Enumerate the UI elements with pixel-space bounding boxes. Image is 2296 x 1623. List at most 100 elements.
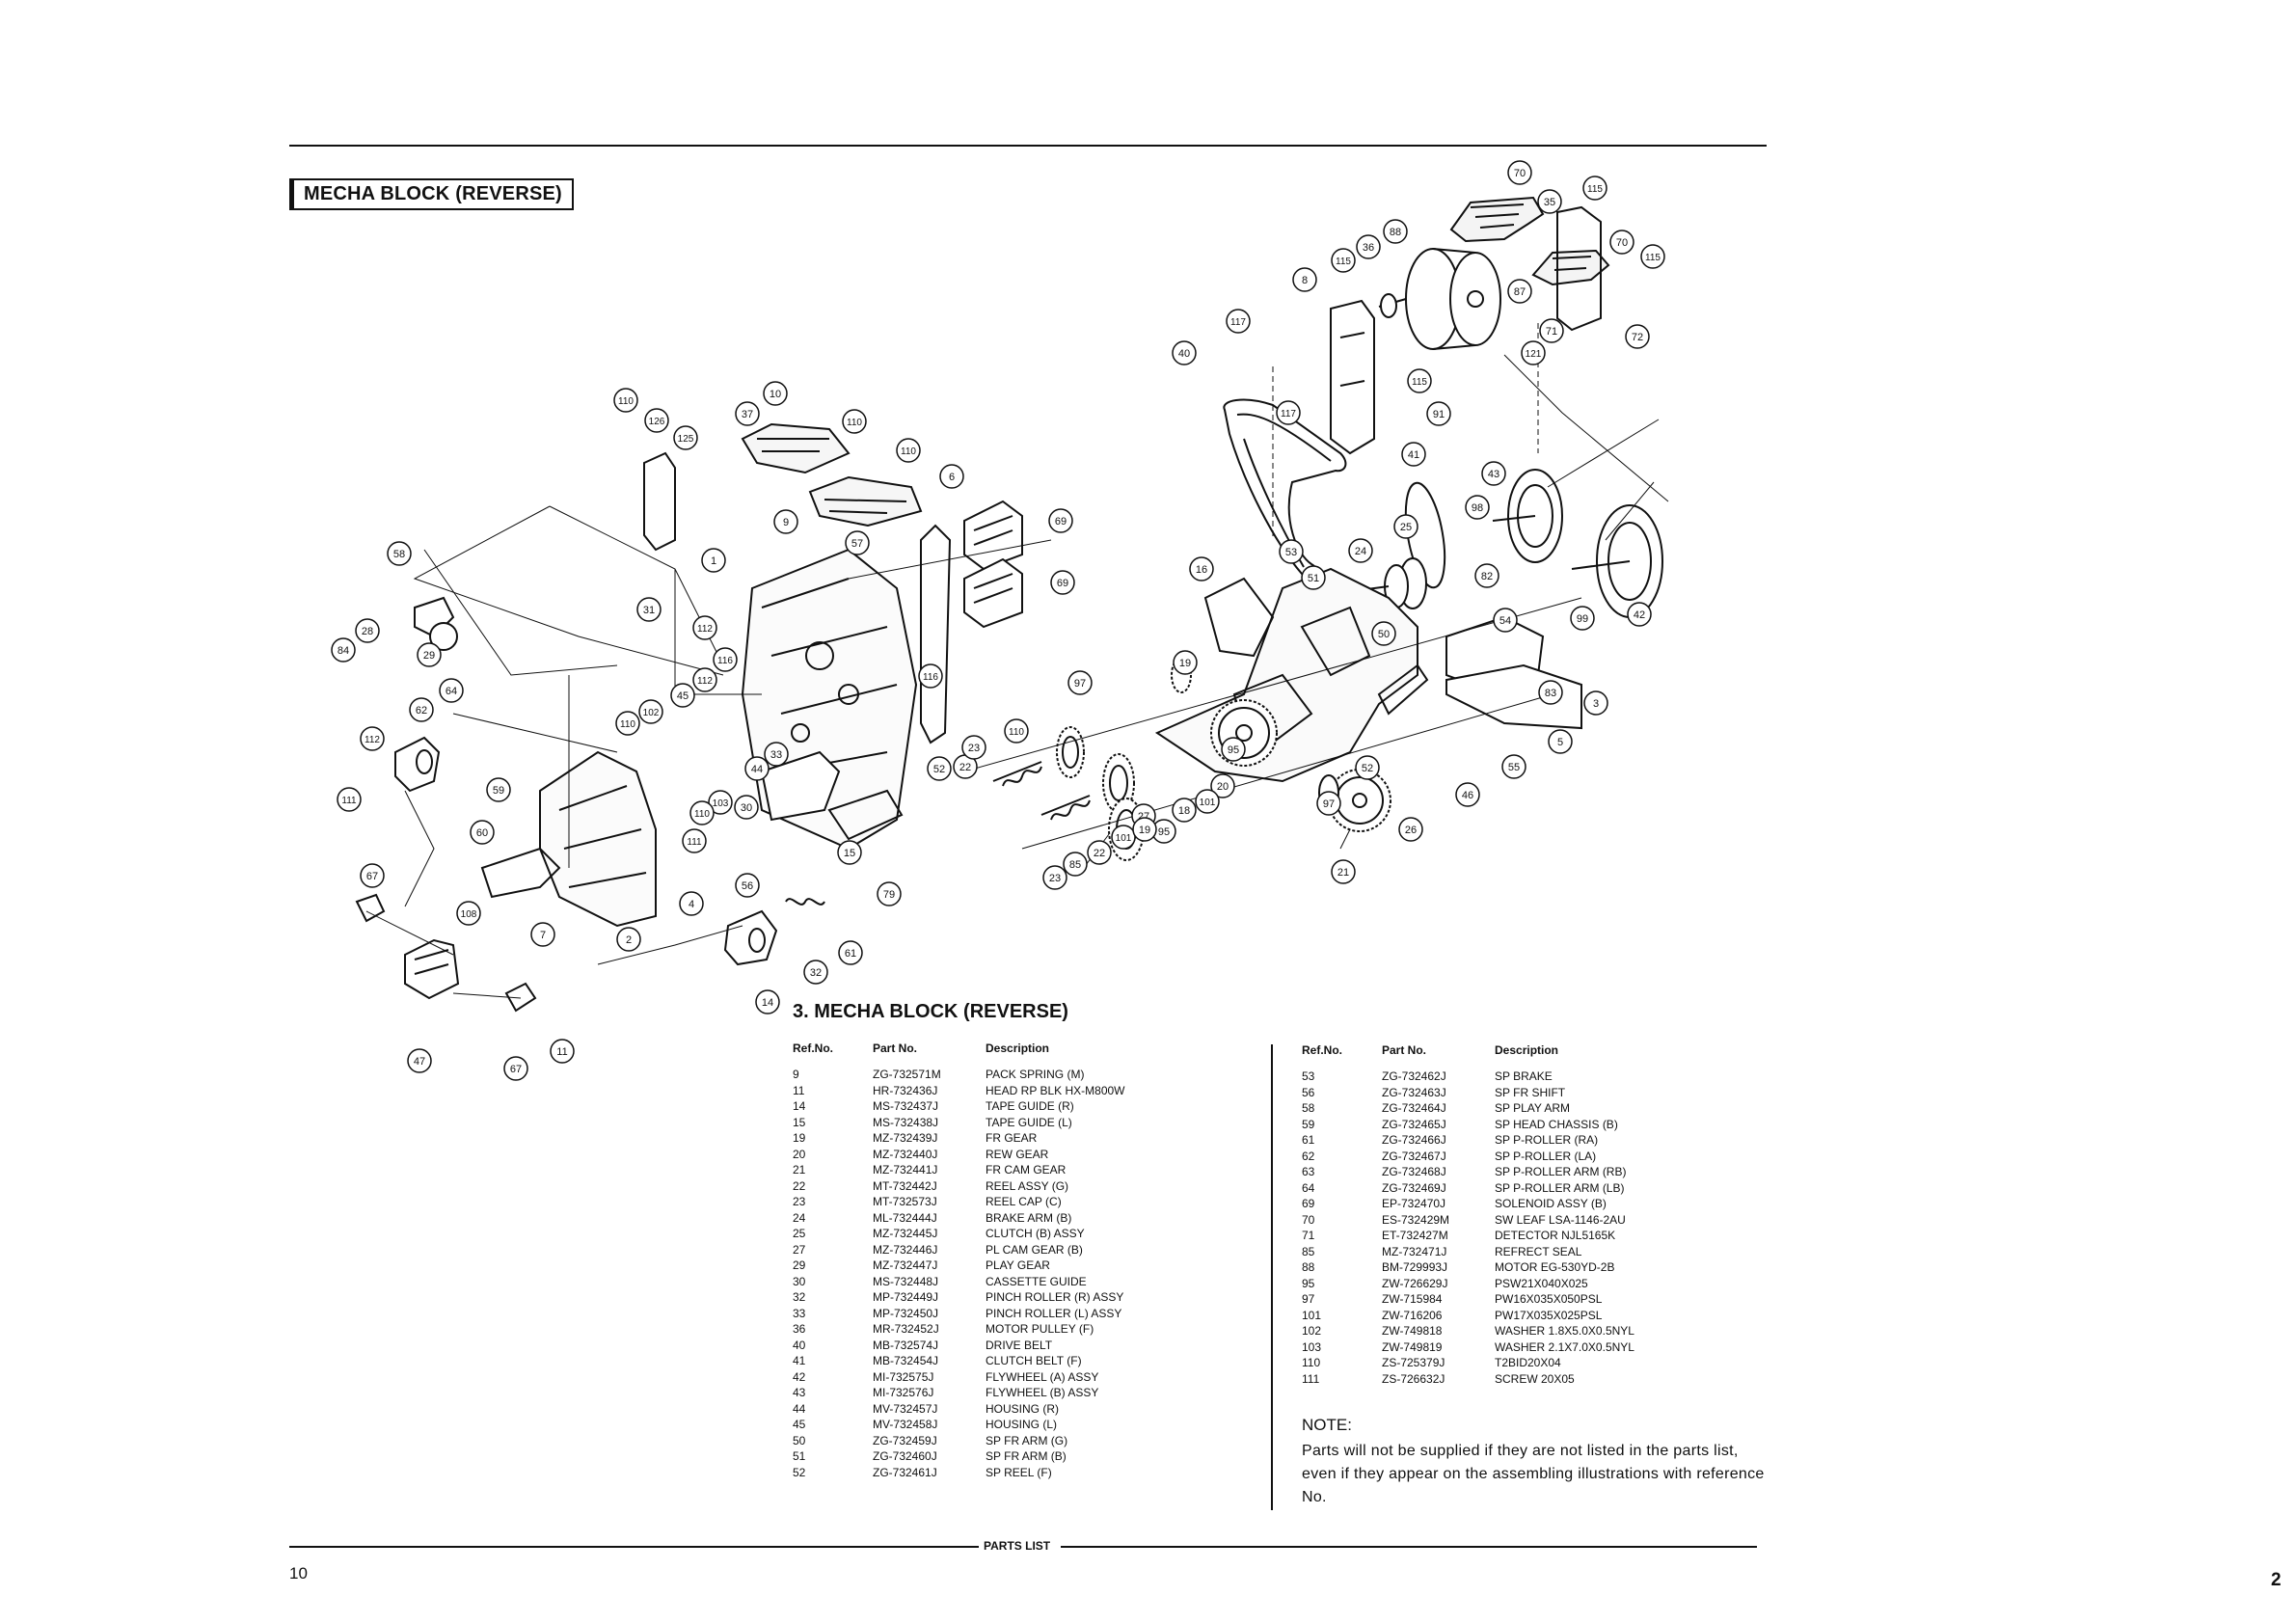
callout-circle [1173,650,1198,675]
callout-label: 111 [341,796,357,806]
callout-label: 1 [711,555,716,567]
callout-label: 121 [1526,349,1542,360]
callout-label: 50 [1378,629,1390,640]
callout-circle [1111,825,1136,850]
right-ref-cell: 69 [1302,1197,1315,1210]
callout-circle [337,787,362,812]
right-desc-cell: SP BRAKE [1495,1069,1553,1083]
left-part-cell: MS-732438J [873,1115,939,1129]
callout-circle [1455,782,1480,807]
callout-circle [1609,230,1634,255]
right-part-cell: ZG-732465J [1382,1117,1446,1131]
left-desc-cell: TAPE GUIDE (R) [986,1099,1074,1113]
right-part-header: Part No. [1382,1043,1427,1057]
right-desc-cell: PW17X035X025PSL [1495,1308,1603,1322]
right-desc-cell: T2BID20X04 [1495,1356,1561,1369]
callout-label: 101 [1200,798,1216,808]
left-part-cell: MS-732448J [873,1274,939,1288]
callout-label: 70 [1616,237,1628,249]
callout-circle [755,989,780,1014]
callout-circle [470,820,495,845]
callout-label: 54 [1499,615,1511,627]
left-ref-cell: 20 [793,1147,806,1161]
motor-assembly-illustration [1223,196,1669,618]
callout-circle [838,940,863,965]
right-desc-cell: SW LEAF LSA-1146-2AU [1495,1212,1626,1227]
right-ref-cell: 62 [1302,1149,1315,1163]
page-number: 10 [289,1564,308,1582]
right-desc-cell: SCREW 20X05 [1495,1371,1575,1386]
left-desc-cell: REEL CAP (C) [986,1195,1062,1208]
right-ref-cell: 58 [1302,1101,1315,1115]
callout-label: 60 [476,827,488,839]
left-part-cell: MI-732575J [873,1369,934,1384]
right-desc-cell: SOLENOID ASSY (B) [1495,1197,1607,1210]
right-part-cell: ZG-732467J [1382,1149,1446,1163]
callout-label: 117 [1230,317,1246,328]
callout-label: 35 [1544,197,1555,208]
left-ref-cell: 32 [793,1290,806,1304]
callout-circle [636,597,662,622]
callout-circle [1316,791,1341,816]
right-ref-cell: 110 [1302,1356,1321,1369]
callout-label: 57 [851,538,863,550]
left-ref-cell: 41 [793,1354,806,1367]
callout-circle [456,901,481,926]
callout-circle [744,756,770,781]
left-ref-cell: 23 [793,1195,806,1208]
callout-label: 5 [1557,737,1563,748]
right-ref-cell: 111 [1302,1371,1320,1386]
note-text: Parts will not be supplied if they are n… [1302,1443,1765,1505]
callout-label: 42 [1634,609,1645,621]
callout-label: 116 [717,656,733,666]
callout-circle [735,401,760,426]
right-desc-cell: WASHER 1.8X5.0X0.5NYL [1495,1324,1634,1338]
callout-circle [1625,324,1650,349]
callout-circle [764,742,789,767]
right-ref-cell: 53 [1302,1069,1315,1083]
right-part-cell: BM-729993J [1382,1260,1448,1274]
right-part-cell: ES-732429M [1382,1212,1450,1227]
callout-circle [439,678,464,703]
left-part-cell: MP-732449J [873,1290,939,1304]
right-chassis-illustration [963,567,1582,874]
footer-label: PARTS LIST [984,1539,1051,1553]
callout-label: 19 [1139,825,1150,836]
callout-label: 51 [1308,573,1319,584]
right-ref-cell: 102 [1302,1324,1322,1338]
callout-label: 115 [1587,184,1603,195]
callout-label: 55 [1508,762,1520,773]
callout-label: 108 [461,909,477,920]
callout-label: 58 [393,549,405,560]
callout-label: 32 [810,967,822,979]
left-ref-cell: 51 [793,1449,806,1463]
callout-label: 4 [689,899,694,910]
callout-circle [1398,817,1423,842]
left-part-cell: MS-732437J [873,1099,939,1113]
right-desc-cell: SP P-ROLLER (RA) [1495,1133,1599,1147]
callout-label: 3 [1593,698,1599,710]
callout-label: 7 [540,930,546,941]
callout-label: 79 [883,889,895,901]
callout-label: 64 [446,686,457,697]
callout-label: 110 [620,719,635,730]
left-ref-cell: 24 [793,1210,806,1225]
right-desc-cell: PW16X035X050PSL [1495,1292,1603,1306]
callout-label: 41 [1408,449,1419,461]
callout-circle [1537,189,1562,214]
callout-circle [877,881,902,906]
right-part-cell: ZG-732463J [1382,1085,1446,1099]
callout-circle [1481,461,1506,486]
callout-circle [615,711,640,736]
callout-label: 26 [1405,825,1417,836]
left-desc-cell: REW GEAR [986,1147,1049,1161]
callout-circle [689,800,715,825]
right-ref-cell: 97 [1302,1292,1315,1306]
